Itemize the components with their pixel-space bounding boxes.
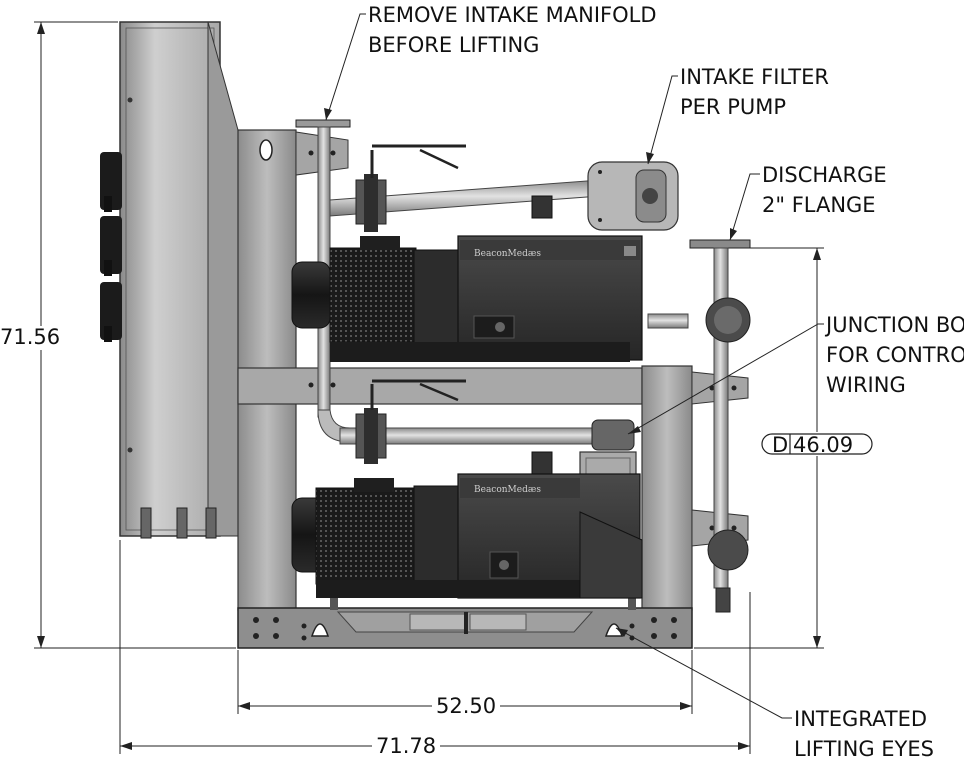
lifting-eye-right: [604, 623, 624, 637]
callout-junction-box: JUNCTION BO FOR CONTRO WIRING: [627, 313, 964, 435]
callout-intake-filter-line2: PER PUMP: [680, 95, 786, 119]
dimension-discharge-height: D 46.09: [694, 247, 873, 649]
callout-junction-box-line1: JUNCTION BO: [824, 313, 964, 337]
dimension-height-total: 71.56: [0, 21, 236, 649]
callout-discharge-line1: DISCHARGE: [762, 163, 887, 187]
dimension-total-width: 71.78: [119, 540, 751, 758]
frame: [237, 129, 749, 611]
callout-intake-filter-line1: INTAKE FILTER: [680, 65, 829, 89]
dimension-tag-d: D: [772, 433, 788, 457]
panel-switches: [100, 152, 122, 342]
callout-intake-filter: INTAKE FILTER PER PUMP: [646, 65, 829, 165]
upper-pump: BeaconMedæs: [291, 235, 643, 362]
lower-pump: BeaconMedæs: [291, 473, 643, 599]
callout-lifting-eyes-line1: INTEGRATED: [794, 707, 927, 731]
dimension-height-total-value: 71.56: [0, 325, 60, 349]
lifting-eye-left: [310, 623, 330, 637]
base-skid: [237, 596, 693, 649]
pump-brand-upper: BeaconMedæs: [474, 249, 541, 259]
callout-junction-box-line3: WIRING: [826, 373, 906, 397]
dimension-frame-width-value: 52.50: [436, 694, 496, 718]
dimension-frame-width: 52.50: [237, 650, 693, 718]
callout-junction-box-line2: FOR CONTRO: [826, 343, 964, 367]
lower-intake-line: [339, 379, 635, 475]
callout-lifting-eyes-line2: LIFTING EYES: [794, 737, 934, 761]
callout-intake-manifold-line1: REMOVE INTAKE MANIFOLD: [368, 3, 657, 27]
discharge-pipe: [647, 239, 751, 613]
lifting-slot-left: [259, 139, 273, 161]
pump-brand-lower: BeaconMedæs: [474, 485, 541, 495]
dimension-total-width-value: 71.78: [376, 734, 436, 758]
dimension-discharge-height-value: 46.09: [793, 433, 853, 457]
callout-intake-manifold: REMOVE INTAKE MANIFOLD BEFORE LIFTING: [324, 3, 657, 121]
callout-intake-manifold-line2: BEFORE LIFTING: [368, 33, 539, 57]
control-panel: [119, 21, 239, 537]
callout-discharge-line2: 2" FLANGE: [762, 193, 876, 217]
panel-conduit-fittings: [140, 507, 217, 539]
upper-intake-line: [329, 144, 627, 232]
intake-filter: [587, 161, 679, 231]
callout-lifting-eyes: INTEGRATED LIFTING EYES: [615, 627, 934, 761]
callout-discharge: DISCHARGE 2" FLANGE: [729, 163, 887, 241]
